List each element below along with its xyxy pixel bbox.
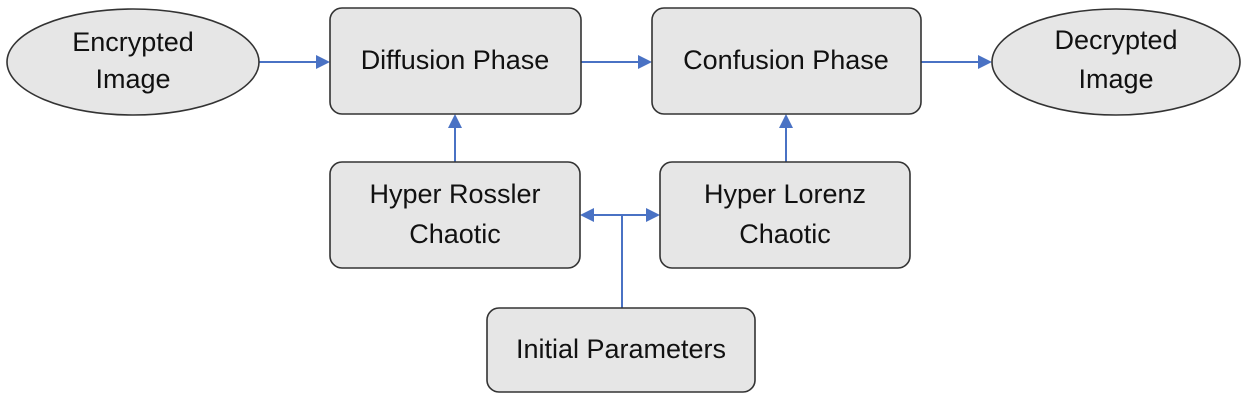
hyper-rossler-label-line1: Hyper Rossler: [369, 179, 540, 209]
confusion-phase-shape: [651, 7, 922, 115]
initial-parameters-shape: [486, 307, 756, 393]
arrowhead-encrypted-to-diffusion: [316, 55, 330, 69]
decrypted-image-label-line2: Image: [1078, 64, 1153, 94]
node-initial-parameters: Initial Parameters: [486, 307, 756, 393]
hyper-lorenz-label-line1: Hyper Lorenz: [704, 179, 866, 209]
node-confusion-phase: Confusion Phase: [651, 7, 922, 115]
decrypted-image-shape: [991, 8, 1241, 116]
hyper-rossler-shape: [329, 161, 581, 269]
arrowhead-rossler-to-diffusion: [448, 114, 462, 128]
node-hyper-rossler: Hyper Rossler Chaotic: [329, 161, 581, 269]
confusion-phase-label: Confusion Phase: [683, 45, 889, 75]
arrowhead-to-rossler: [580, 208, 594, 222]
hyper-lorenz-shape: [659, 161, 911, 269]
encrypted-image-label-line1: Encrypted: [72, 27, 194, 57]
initial-parameters-label: Initial Parameters: [516, 334, 726, 364]
node-encrypted-image: Encrypted Image: [6, 8, 260, 116]
edges: [259, 55, 992, 308]
encrypted-image-shape: [6, 8, 260, 116]
arrowhead-lorenz-to-confusion: [779, 114, 793, 128]
diffusion-phase-label: Diffusion Phase: [361, 45, 550, 75]
arrowhead-to-lorenz: [646, 208, 660, 222]
node-hyper-lorenz: Hyper Lorenz Chaotic: [659, 161, 911, 269]
diffusion-phase-shape: [329, 7, 582, 115]
node-decrypted-image: Decrypted Image: [991, 8, 1241, 116]
encrypted-image-label-line2: Image: [95, 64, 170, 94]
node-diffusion-phase: Diffusion Phase: [329, 7, 582, 115]
decrypted-image-label-line1: Decrypted: [1054, 25, 1177, 55]
hyper-lorenz-label-line2: Chaotic: [739, 219, 831, 249]
arrowhead-diffusion-to-confusion: [638, 55, 652, 69]
hyper-rossler-label-line2: Chaotic: [409, 219, 501, 249]
arrowhead-confusion-to-decrypted: [978, 55, 992, 69]
